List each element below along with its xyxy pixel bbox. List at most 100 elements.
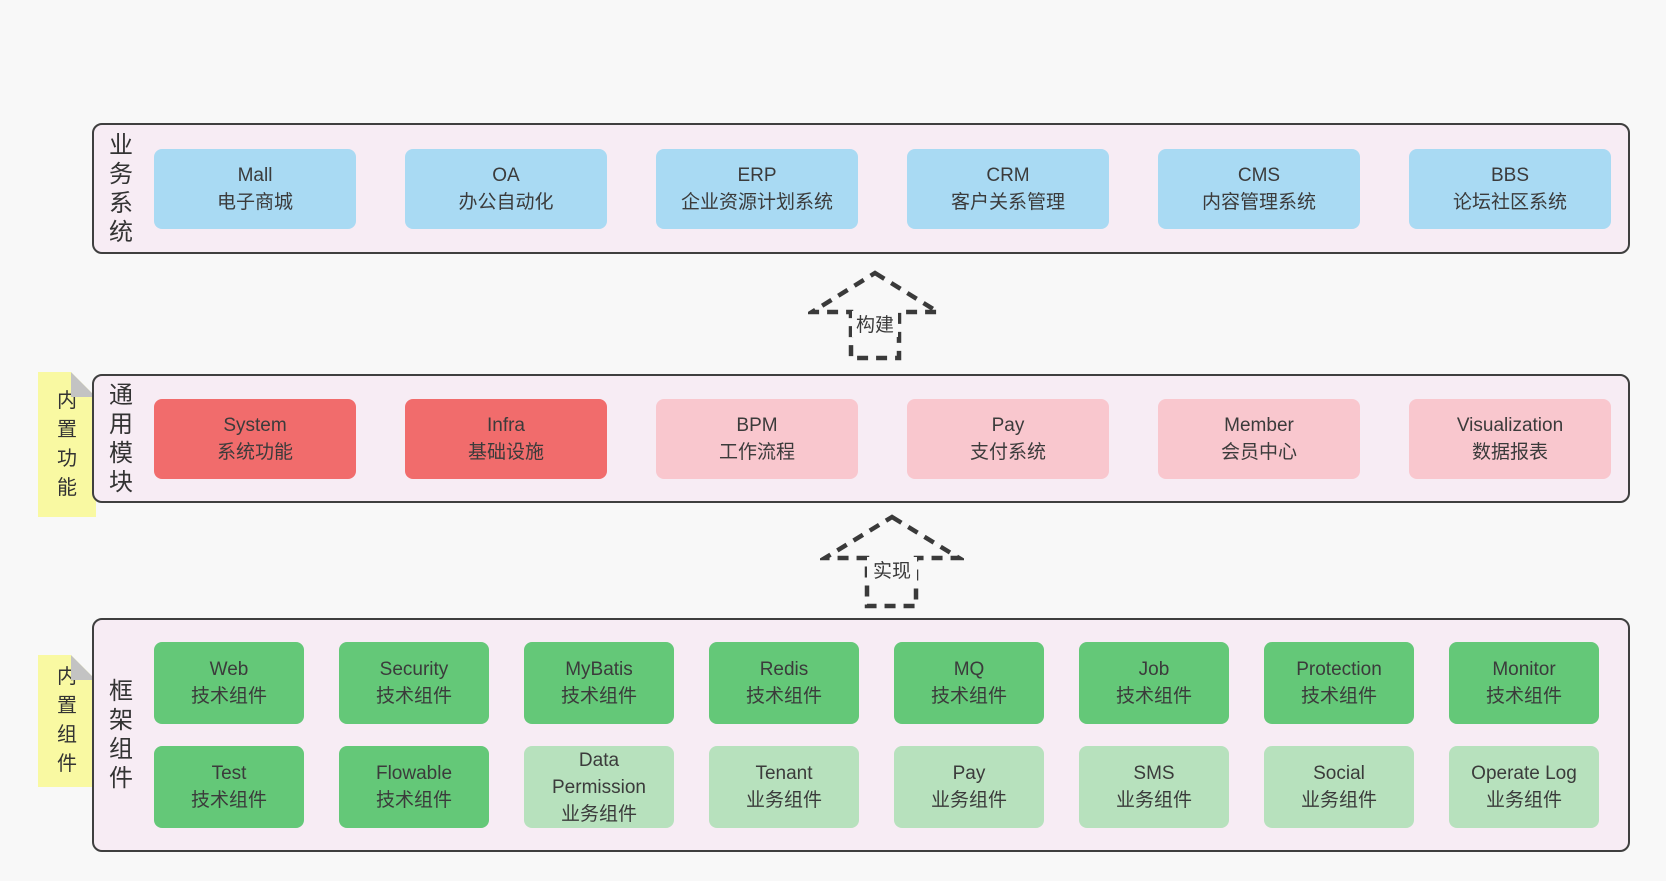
module-desc: 技术组件: [190, 686, 267, 707]
module-desc: 电子商城: [216, 191, 293, 213]
module-desc: 系统功能: [216, 441, 293, 463]
arrow-build-icon: 构建: [808, 270, 942, 361]
module-name: Member: [1224, 414, 1294, 436]
module-name: Flowable: [375, 763, 453, 784]
module-desc: 业务组件: [1485, 790, 1562, 811]
section-business-systems: 业务系统 Mall 电子商城 OA 办公自动化 ERP 企业资源计划系统 CRM 客户关系管理…: [92, 123, 1630, 254]
module-desc: 工作流程: [718, 441, 795, 463]
module-name: Infra: [486, 414, 526, 436]
arrow-label: 构建: [856, 314, 894, 336]
module-name: OA: [492, 164, 520, 186]
module-box-flowable: Flowable 技术组件: [339, 746, 489, 828]
module-box-social: Social 业务组件: [1264, 746, 1414, 828]
module-name: Mall: [237, 164, 273, 186]
module-desc: 技术组件: [745, 686, 822, 707]
module-box-tenant: Tenant 业务组件: [709, 746, 859, 828]
module-desc: 业务组件: [745, 790, 822, 811]
module-box-monitor: Monitor 技术组件: [1449, 642, 1599, 724]
section-common-modules: 通用模块 System 系统功能 Infra 基础设施 BPM 工作流程 Pay 支付系统 Me…: [92, 374, 1630, 503]
module-desc: 业务组件: [930, 790, 1007, 811]
module-desc: 数据报表: [1471, 441, 1548, 463]
module-name: BPM: [736, 414, 778, 436]
module-desc: 技术组件: [1485, 686, 1562, 707]
module-box-test: Test 技术组件: [154, 746, 304, 828]
module-desc: 论坛社区系统: [1452, 191, 1567, 213]
module-box-web: Web 技术组件: [154, 642, 304, 724]
module-name: MyBatis: [565, 659, 633, 680]
module-desc: 技术组件: [375, 790, 452, 811]
module-box-bpm: BPM 工作流程: [656, 398, 858, 479]
module-box-redis: Redis 技术组件: [709, 642, 859, 724]
module-box-pay: Pay 支付系统: [907, 398, 1109, 479]
module-desc: 会员中心: [1220, 441, 1297, 463]
module-name: Protection: [1296, 659, 1382, 680]
module-desc: 技术组件: [1115, 686, 1192, 707]
module-box-protection: Protection 技术组件: [1264, 642, 1414, 724]
module-name: Web: [209, 659, 249, 680]
module-desc: 技术组件: [190, 790, 267, 811]
module-desc: 支付系统: [969, 441, 1046, 463]
module-box-job: Job 技术组件: [1079, 642, 1229, 724]
module-name: BBS: [1490, 164, 1530, 186]
module-name: Test: [211, 763, 247, 784]
modules-boxes-row: System 系统功能 Infra 基础设施 BPM 工作流程 Pay 支付系统 Member 会…: [154, 398, 1611, 479]
module-box-oa: OA 办公自动化: [405, 148, 607, 229]
module-desc: 办公自动化: [458, 191, 554, 213]
module-box-data-permission: Data Permission 业务组件: [524, 746, 674, 828]
module-name: Operate Log: [1471, 763, 1577, 784]
note-builtin-features: 内置功能: [38, 372, 96, 517]
module-box-mq: MQ 技术组件: [894, 642, 1044, 724]
module-box-cms: CMS 内容管理系统: [1158, 148, 1360, 229]
arrow-label: 实现: [873, 560, 911, 582]
arrow-implement-icon: 实现: [820, 514, 964, 609]
module-desc: 业务组件: [1115, 790, 1192, 811]
module-desc: 基础设施: [467, 441, 544, 463]
module-desc: 技术组件: [560, 686, 637, 707]
module-name: CRM: [986, 164, 1030, 186]
note-label: 内置功能: [57, 389, 77, 499]
module-name: System: [223, 414, 287, 436]
module-name: Security: [379, 659, 449, 680]
module-box-infra: Infra 基础设施: [405, 398, 607, 479]
section-label: 通用模块: [109, 381, 133, 496]
module-desc: 业务组件: [1300, 790, 1377, 811]
module-box-system: System 系统功能: [154, 398, 356, 479]
module-box-visualization: Visualization 数据报表: [1409, 398, 1611, 479]
module-desc: 技术组件: [930, 686, 1007, 707]
module-name: Monitor: [1492, 659, 1556, 680]
module-box-operate-log: Operate Log 业务组件: [1449, 746, 1599, 828]
module-name: Pay: [952, 763, 986, 784]
module-name: Social: [1313, 763, 1365, 784]
module-box-pay: Pay 业务组件: [894, 746, 1044, 828]
module-desc: 内容管理系统: [1201, 191, 1316, 213]
module-box-security: Security 技术组件: [339, 642, 489, 724]
module-desc: 业务组件: [560, 803, 637, 825]
module-desc: 技术组件: [375, 686, 452, 707]
section-label: 业务系统: [109, 131, 133, 246]
module-name: ERP: [737, 164, 777, 186]
note-builtin-components: 内置组件: [38, 655, 96, 787]
module-name: Tenant: [755, 763, 813, 784]
note-label: 内置组件: [57, 666, 77, 775]
module-name: CMS: [1237, 164, 1281, 186]
module-box-erp: ERP 企业资源计划系统: [656, 148, 858, 229]
module-desc: 技术组件: [1300, 686, 1377, 707]
module-name: Job: [1138, 659, 1170, 680]
module-name: MQ: [953, 659, 985, 680]
module-name: Data Permission: [552, 749, 646, 798]
module-desc: 企业资源计划系统: [680, 191, 833, 213]
module-name: Visualization: [1456, 414, 1564, 436]
module-name: Pay: [991, 414, 1025, 436]
module-desc: 客户关系管理: [950, 191, 1065, 213]
section-label: 框架组件: [109, 678, 133, 792]
module-box-mall: Mall 电子商城: [154, 148, 356, 229]
module-box-bbs: BBS 论坛社区系统: [1409, 148, 1611, 229]
business-boxes-row: Mall 电子商城 OA 办公自动化 ERP 企业资源计划系统 CRM 客户关系管理 CMS 内容…: [154, 148, 1611, 229]
module-name: Redis: [759, 659, 809, 680]
